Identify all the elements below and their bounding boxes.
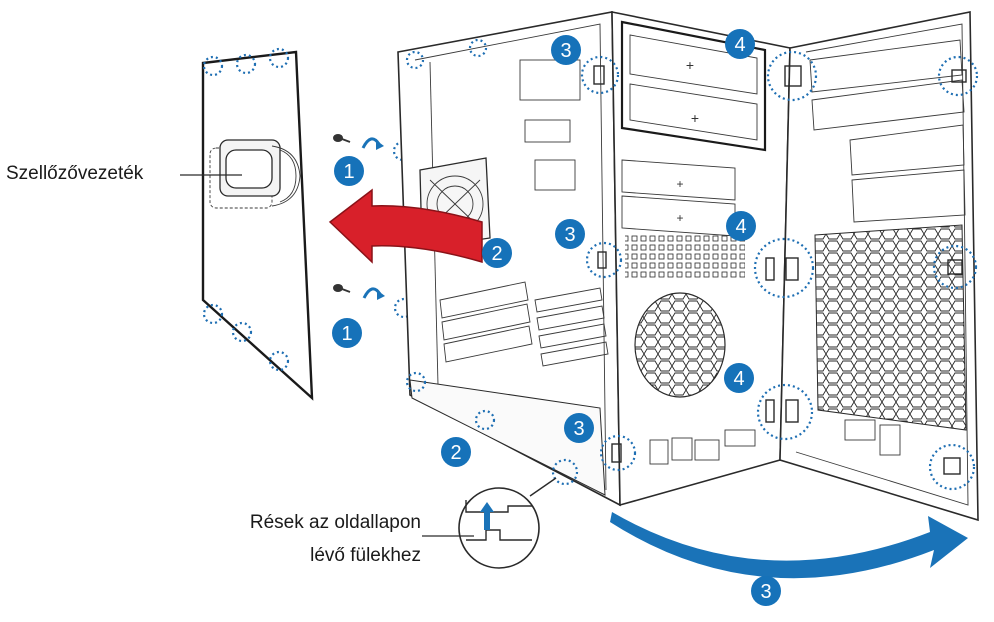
chassis-body: + + + + (397, 11, 791, 507)
screw-icon (333, 284, 351, 293)
red-removal-arrow-icon (328, 188, 483, 264)
svg-text:1: 1 (343, 161, 354, 183)
panel-tab-circle (202, 303, 224, 325)
front-io (649, 429, 756, 465)
screw-top (333, 134, 414, 162)
front-door (779, 11, 979, 522)
panel-tab-circle (202, 55, 224, 77)
svg-text:3: 3 (564, 224, 575, 246)
step-badge-3c: 3 (564, 413, 594, 443)
blue-open-arrow-icon (610, 512, 968, 579)
step-badges: 1 1 2 2 3 3 3 3 4 4 4 (332, 29, 781, 606)
svg-text:4: 4 (733, 368, 744, 390)
slots-label-line1: Rések az oldallapon (249, 512, 421, 533)
step-badge-1a: 1 (334, 156, 364, 186)
side-panel (201, 47, 314, 401)
svg-text:+: + (676, 177, 683, 191)
svg-text:+: + (686, 57, 694, 73)
svg-text:2: 2 (450, 442, 461, 464)
panel-tab-circle (231, 321, 253, 343)
screw-icon (333, 134, 351, 143)
svg-text:3: 3 (560, 40, 571, 62)
svg-text:4: 4 (735, 216, 746, 238)
slots-label-line2: lévő fülekhez (310, 545, 421, 566)
step-badge-3d: 3 (751, 576, 781, 606)
slot-detail-magnifier (422, 477, 557, 569)
step-badge-1b: 1 (332, 318, 362, 348)
panel-tab-circle (268, 47, 290, 69)
step-badge-2b: 2 (441, 437, 471, 467)
chassis-fan-grille (634, 292, 726, 398)
svg-text:1: 1 (341, 323, 352, 345)
step-badge-2a: 2 (482, 238, 512, 268)
svg-text:3: 3 (760, 581, 771, 603)
svg-text:+: + (691, 110, 699, 126)
perforation-grid (625, 235, 745, 280)
air-duct (209, 139, 301, 209)
step-badge-4a: 4 (725, 29, 755, 59)
svg-text:2: 2 (491, 243, 502, 265)
air-duct-label: Szellőzővezeték (6, 163, 144, 184)
svg-text:4: 4 (734, 34, 745, 56)
step-badge-3b: 3 (555, 219, 585, 249)
expansion-slots (439, 281, 609, 367)
step-badge-3a: 3 (551, 35, 581, 65)
panel-tab-circle (268, 350, 290, 372)
svg-text:+: + (676, 211, 683, 225)
svg-text:3: 3 (573, 418, 584, 440)
callout-circles (405, 38, 979, 491)
panel-tab-circle (235, 53, 257, 75)
step-badge-4b: 4 (726, 211, 756, 241)
step-badge-4c: 4 (724, 363, 754, 393)
screw-bottom (333, 284, 415, 319)
